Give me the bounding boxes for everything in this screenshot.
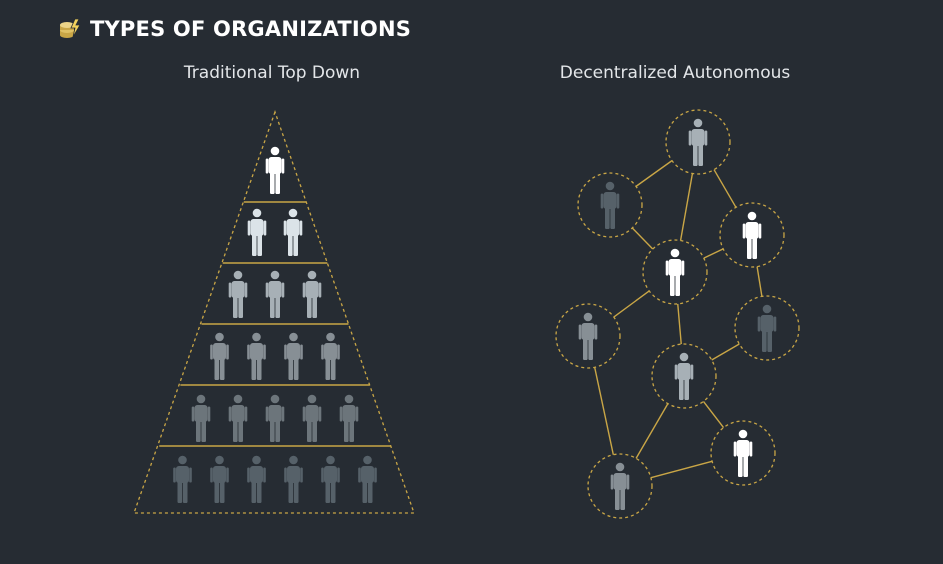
network-node-bottom-right	[710, 420, 776, 486]
network-node-lower-center	[651, 343, 717, 409]
pyramid-person	[191, 394, 211, 442]
network-node-middle-right	[734, 295, 800, 361]
network-title: Decentralized Autonomous	[559, 63, 791, 83]
network-person	[665, 248, 685, 296]
network-diagram	[555, 109, 800, 519]
coin-stack-lightning-icon	[60, 18, 81, 38]
network-node-ring	[555, 303, 621, 369]
network-link	[703, 248, 724, 259]
network-node-ring	[587, 453, 653, 519]
network-links	[593, 160, 763, 479]
network-node-upper-right	[719, 202, 785, 268]
network-link	[635, 403, 669, 459]
network-link	[593, 367, 615, 455]
network-person	[674, 352, 694, 400]
pyramid-outline	[133, 110, 415, 514]
pyramid-person	[339, 394, 359, 442]
network-person	[742, 211, 762, 259]
network-person	[757, 304, 777, 352]
network-link	[650, 460, 713, 479]
pyramid-person	[321, 455, 340, 503]
pyramid-person	[228, 394, 248, 442]
pyramid-person	[265, 394, 285, 442]
network-node-ring	[665, 109, 731, 175]
network-link	[677, 303, 682, 345]
pyramid-title: Traditional Top Down	[183, 63, 361, 83]
pyramid-person	[247, 332, 266, 380]
pyramid-person	[173, 455, 192, 503]
network-node-ring	[710, 420, 776, 486]
network-link	[613, 290, 650, 318]
network-person	[610, 462, 630, 510]
network-person	[600, 181, 620, 229]
pyramid-person	[302, 270, 322, 318]
network-link	[702, 400, 725, 429]
pyramid-person	[265, 146, 285, 194]
network-link	[756, 266, 763, 297]
pyramid-person	[284, 455, 303, 503]
network-person	[733, 429, 753, 477]
page-title: TYPES OF ORGANIZATIONS	[90, 17, 412, 41]
pyramid-diagram	[133, 110, 415, 514]
network-node-ring	[719, 202, 785, 268]
network-node-ring	[651, 343, 717, 409]
pyramid-person	[210, 455, 229, 503]
network-node-top	[665, 109, 731, 175]
pyramid-person	[321, 332, 340, 380]
pyramid-person	[210, 332, 229, 380]
network-link	[631, 227, 654, 250]
network-node-bottom-left	[587, 453, 653, 519]
network-link	[679, 173, 694, 241]
pyramid-person	[247, 208, 267, 256]
network-node-ring	[734, 295, 800, 361]
pyramid-person	[228, 270, 248, 318]
network-link	[713, 169, 737, 208]
network-person	[688, 118, 708, 166]
pyramid-person	[358, 455, 377, 503]
pyramid-person	[283, 208, 303, 256]
pyramid-person	[302, 394, 322, 442]
network-node-ring	[577, 172, 643, 238]
network-node-middle-left	[555, 303, 621, 369]
network-node-ring	[642, 239, 708, 305]
header: TYPES OF ORGANIZATIONS	[58, 14, 411, 44]
pyramid-person	[284, 332, 303, 380]
pyramid-person	[247, 455, 266, 503]
network-link	[635, 160, 673, 187]
network-person	[578, 312, 598, 360]
network-node-upper-left	[577, 172, 643, 238]
network-node-center	[642, 239, 708, 305]
network-link	[711, 343, 740, 361]
pyramid-person	[265, 270, 285, 318]
